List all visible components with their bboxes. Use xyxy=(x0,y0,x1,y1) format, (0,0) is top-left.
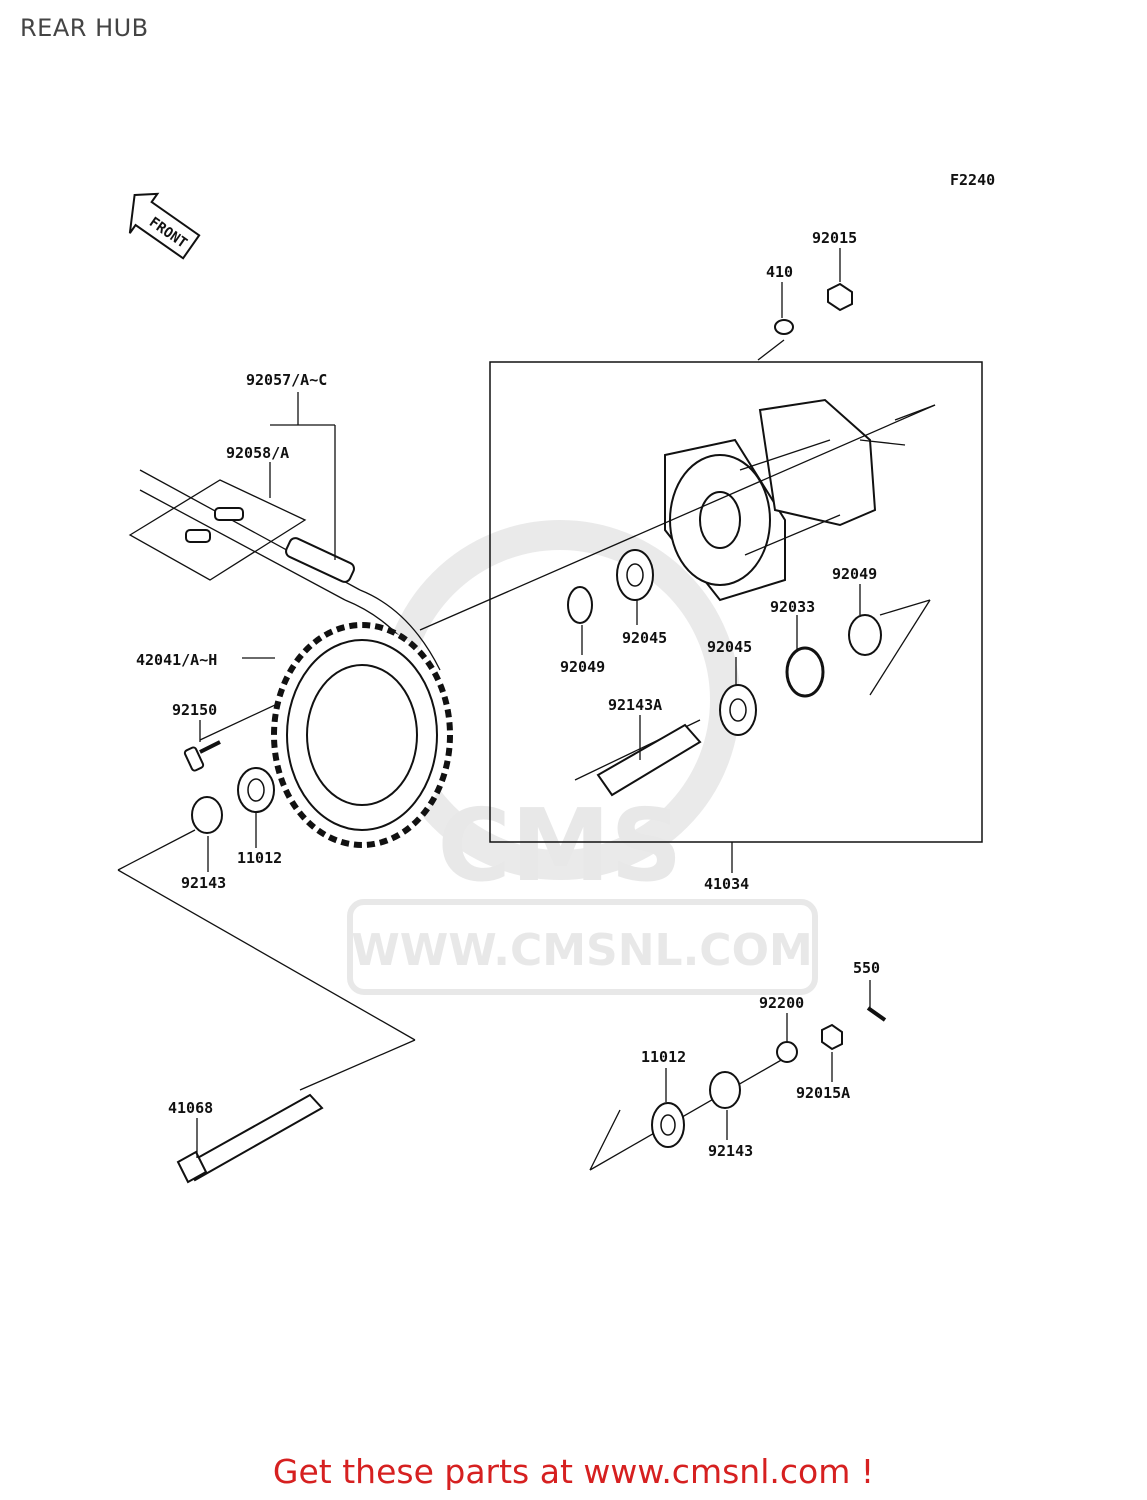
callout-11012-right: 11012 xyxy=(641,1048,686,1066)
footer-cta-link[interactable]: Get these parts at www.cmsnl.com ! xyxy=(272,1452,875,1491)
watermark-brand: CMS xyxy=(438,787,683,904)
callout-92143-left: 92143 xyxy=(181,874,226,892)
collar-92143-right-icon xyxy=(709,1071,741,1109)
callout-92049-right: 92049 xyxy=(832,565,877,583)
bolt-92150-icon xyxy=(183,740,221,772)
callout-92045-left: 92045 xyxy=(622,629,667,647)
callout-92058: 92058/A xyxy=(226,444,289,462)
callout-92015A: 92015A xyxy=(796,1084,850,1102)
callout-92143A: 92143A xyxy=(608,696,662,714)
front-arrow-icon: FRONT xyxy=(128,192,201,260)
spacer-92143A-icon xyxy=(596,723,702,797)
nut-92015A-icon xyxy=(821,1023,843,1051)
nut-92015-icon xyxy=(827,282,853,312)
callout-550: 550 xyxy=(853,959,880,977)
sprocket-icon xyxy=(271,622,453,848)
callout-92049-left: 92049 xyxy=(560,658,605,676)
callout-42041: 42041/A~H xyxy=(136,651,217,669)
hub-assembly-frame xyxy=(489,361,983,843)
callout-92200: 92200 xyxy=(759,994,804,1012)
figure-ref: F2240 xyxy=(950,171,995,189)
callout-92057: 92057/A~C xyxy=(246,371,327,389)
callout-410: 410 xyxy=(766,263,793,281)
watermark-url: WWW.CMSNL.COM xyxy=(351,925,813,976)
callout-11012-left: 11012 xyxy=(237,849,282,867)
callout-92143-right: 92143 xyxy=(708,1142,753,1160)
leader-lines xyxy=(196,248,871,1158)
cotter-pin-550-icon xyxy=(866,1006,887,1022)
washer-92200-icon xyxy=(776,1041,798,1063)
circlip-92033-icon xyxy=(785,646,825,698)
collar-92143-left-icon xyxy=(191,796,223,834)
callout-41034: 41034 xyxy=(704,875,749,893)
callout-92150: 92150 xyxy=(172,701,217,719)
page-title: REAR HUB xyxy=(20,14,149,42)
seal-92049-right-icon xyxy=(848,614,882,656)
callout-92015: 92015 xyxy=(812,229,857,247)
seal-92049-left-icon xyxy=(567,586,593,624)
washer-410-icon xyxy=(774,319,794,335)
axle-41068-icon xyxy=(176,1093,324,1184)
exploded-parts-diagram: CMS WWW.CMSNL.COM F2240 FRONT xyxy=(117,171,995,1184)
callout-92045-right: 92045 xyxy=(707,638,752,656)
callout-41068: 41068 xyxy=(168,1099,213,1117)
callout-92033: 92033 xyxy=(770,598,815,616)
